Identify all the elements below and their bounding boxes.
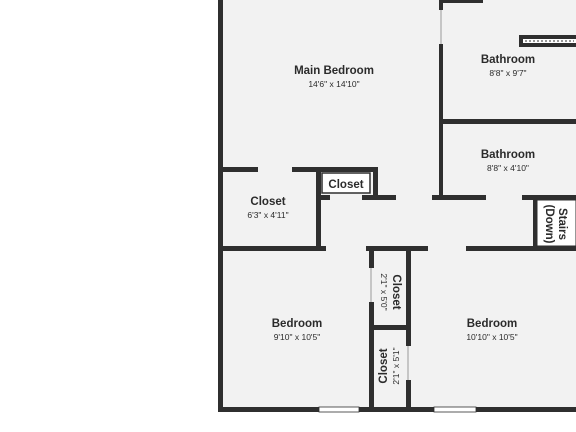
door-gap-bed-right [428,245,466,252]
outer-wall-left [218,0,223,412]
wall-top-bath [443,0,483,3]
closet-mid-upper-label: Closet 2'1" x 5'0" [379,273,402,310]
outer-wall-bottom [218,407,576,412]
door-gap-closet-small [330,194,362,201]
door-gap-bed-left [326,245,366,252]
main-bedroom-dims: 14'6" x 14'10" [308,79,359,89]
stairs-box [536,199,576,247]
bedroom-right-dims: 10'10" x 10'5" [466,332,517,342]
wall-hall-top [316,195,576,200]
bathroom-lower-dims: 8'8" x 4'10" [487,163,529,173]
stairs-label: Stairs (Down) [543,205,568,244]
wall-bath-divider [439,119,576,124]
wall-closet-small-left [316,167,321,199]
stairs-sub: (Down) [543,205,555,244]
closet-left-dims: 6'3" x 4'11" [247,210,288,220]
bathroom-upper-name: Bathroom [481,54,535,66]
closet-small-label-box [321,172,371,194]
wall-main-bath [439,0,443,199]
bedroom-right-name: Bedroom [467,318,517,330]
window-bed-right [433,406,477,413]
closet-left-name: Closet [250,196,285,208]
wall-closet-top [218,167,378,172]
wall-hall-bottom [218,246,576,251]
closet-mid-lower-name: Closet [378,348,390,383]
wall-closet-small-right [373,167,378,199]
bedroom-left-dims: 9'10" x 10'5" [274,332,321,342]
bedroom-left-name: Bedroom [272,318,322,330]
wall-closets-divider [369,325,411,330]
closet-mid-upper-name: Closet [390,274,402,309]
main-bedroom-name: Main Bedroom [294,65,374,77]
closet-mid-lower-dims: 2'1" x 5'1" [391,347,401,384]
closet-mid-upper-dims: 2'1" x 5'0" [379,273,389,310]
bathroom-lower-name: Bathroom [481,149,535,161]
stairs-name: Stairs [556,208,568,240]
closet-small-name: Closet [328,179,363,191]
door-gap-main [396,194,432,201]
bathroom-upper-dims: 8'8" x 9'7" [489,68,526,78]
wall-closet-left-right [316,199,321,250]
door-gap-closet-top [258,166,292,173]
door-gap-bath-lower [486,194,522,201]
wall-stairs-left [533,199,537,250]
floor-area [220,0,576,412]
closet-mid-lower-label: Closet 2'1" x 5'1" [378,347,401,384]
window-bed-left [318,406,360,413]
